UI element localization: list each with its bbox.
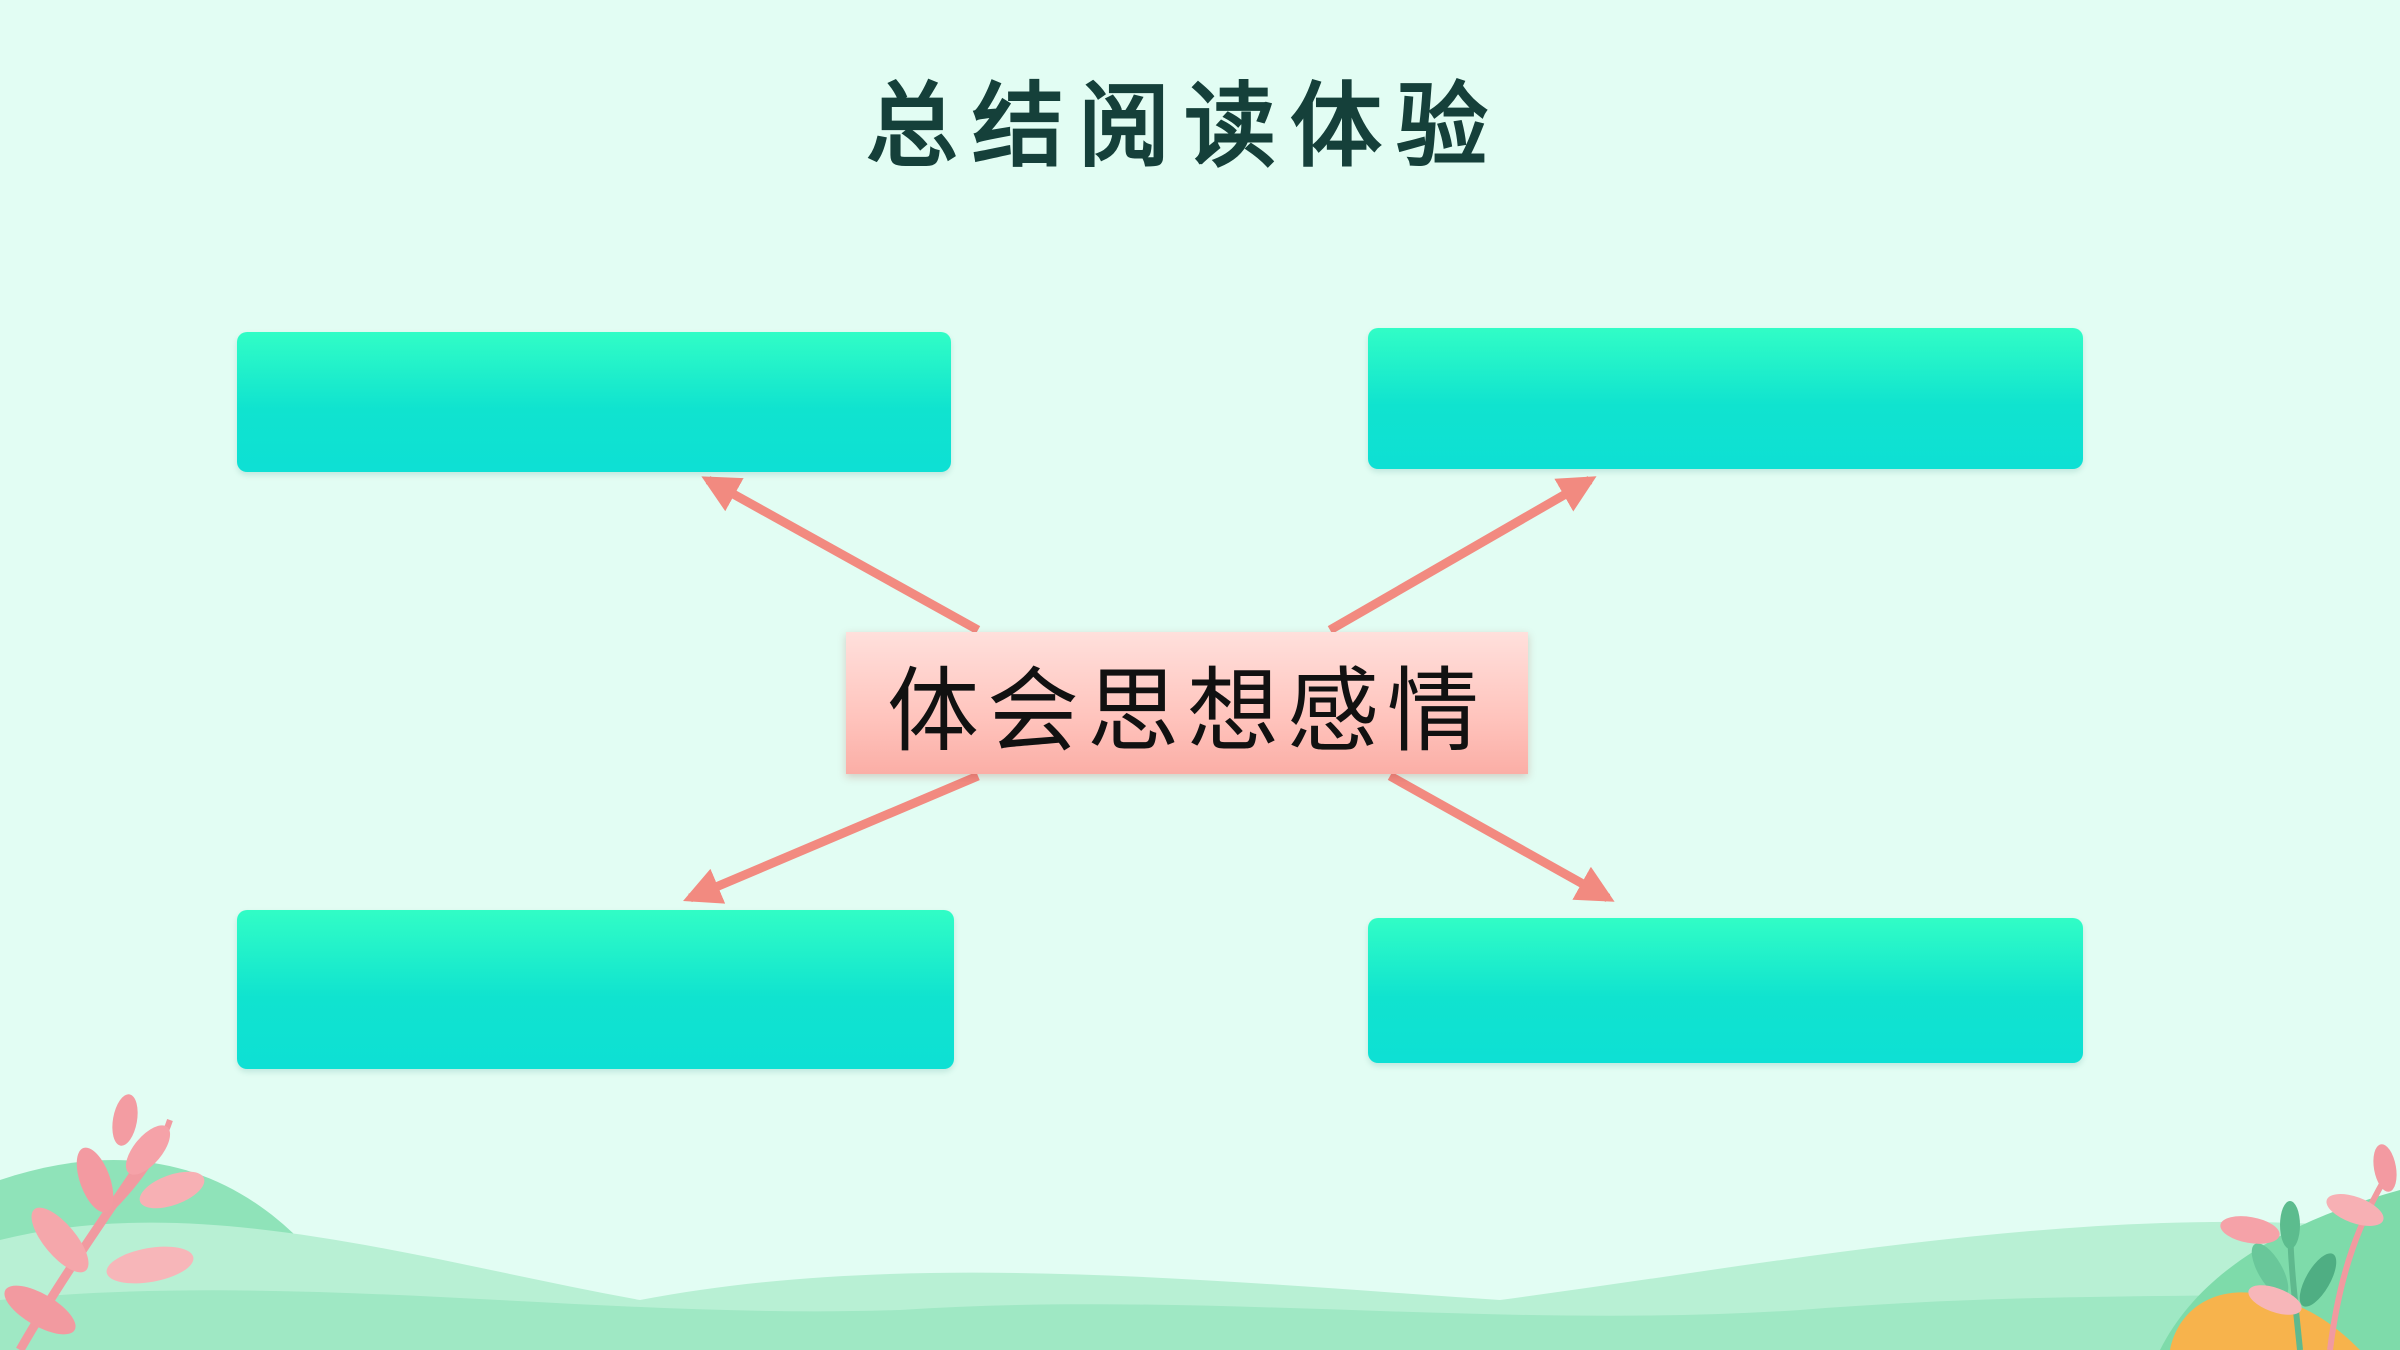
left-plant xyxy=(4,1094,205,1350)
bottom-hills xyxy=(0,1160,2400,1350)
center-topic-box: 体会思想感情 xyxy=(846,632,1528,774)
arrows xyxy=(683,476,1615,904)
page-title: 总结阅读体验 xyxy=(865,72,1502,180)
empty-box-bottom-right xyxy=(1368,918,2083,1063)
empty-box-top-right xyxy=(1368,328,2083,469)
arrow-top-right xyxy=(1327,476,1597,634)
center-topic-label: 体会思想感情 xyxy=(886,657,1487,765)
empty-box-top-left xyxy=(237,332,951,472)
right-plant xyxy=(2220,1144,2397,1350)
empty-box-bottom-left xyxy=(237,910,954,1069)
arrow-top-left xyxy=(701,476,981,634)
arrow-bottom-left xyxy=(683,771,980,904)
arrow-bottom-right xyxy=(1387,772,1615,902)
